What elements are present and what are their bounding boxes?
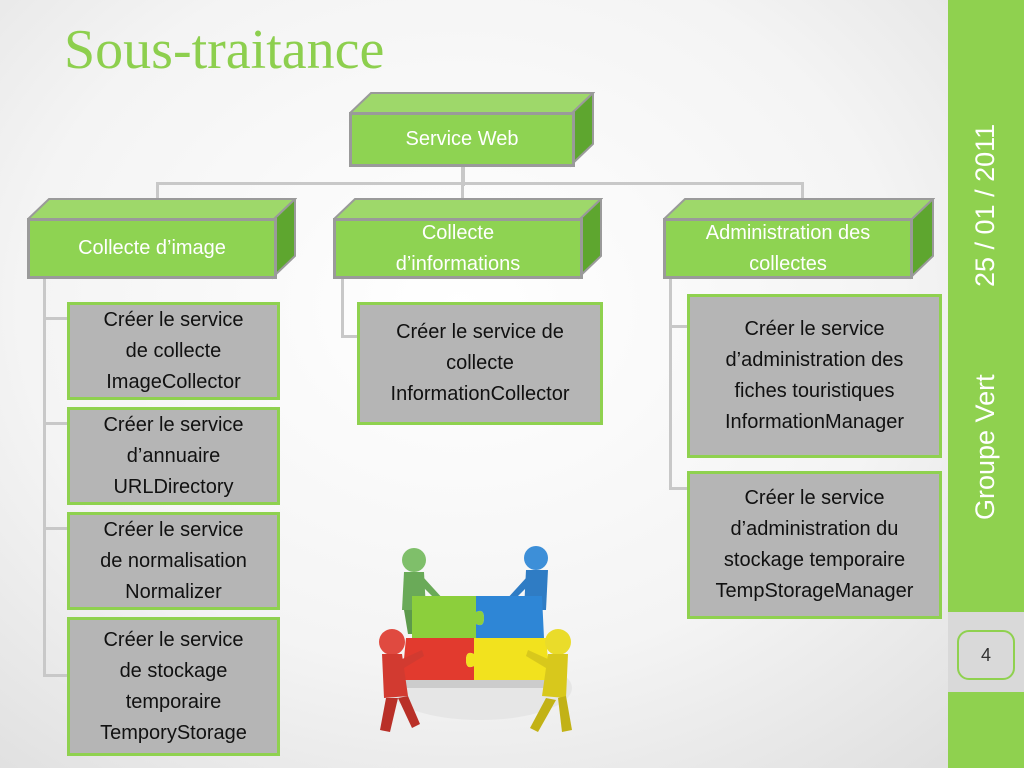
category-label-line: d’informations <box>395 252 521 275</box>
task-normalizer: Créer le service de normalisation Normal… <box>67 512 280 610</box>
connector <box>156 182 804 185</box>
category-administration-collectes: Administration des collectes <box>663 198 935 280</box>
task-image-collector: Créer le service de collecte ImageCollec… <box>67 302 280 400</box>
task-line: Créer le service <box>103 518 244 541</box>
connector <box>43 674 67 677</box>
connector <box>801 182 804 202</box>
service-web-label: Service Web <box>405 128 519 150</box>
task-line: fiches touristiques <box>734 380 895 402</box>
task-line: Créer le service de <box>396 321 564 343</box>
connector <box>43 527 67 530</box>
category-face: Collecte d’image <box>27 218 277 279</box>
category-collecte-informations: Collecte d’informations <box>333 198 603 280</box>
connector <box>43 422 67 425</box>
task-line: Normalizer <box>125 580 222 603</box>
connector <box>669 325 689 328</box>
task-line: d’administration des <box>725 349 904 371</box>
category-collecte-image: Collecte d’image <box>27 198 297 280</box>
task-line: de normalisation <box>100 549 247 572</box>
task-line: Créer le service <box>744 318 885 340</box>
task-line: InformationManager <box>725 411 904 433</box>
connector <box>461 164 465 186</box>
puzzle-team-icon <box>362 538 598 740</box>
connector <box>341 278 344 338</box>
connector <box>43 278 46 676</box>
task-information-collector: Créer le service de collecte Information… <box>357 302 603 425</box>
task-line: stockage temporaire <box>723 549 906 571</box>
task-line: TempStorageManager <box>715 580 914 602</box>
page-number: 4 <box>957 630 1015 680</box>
connector <box>341 335 359 338</box>
task-line: ImageCollector <box>106 370 241 393</box>
task-line: TemporyStorage <box>100 721 247 744</box>
connector <box>461 182 464 202</box>
task-line: de collecte <box>125 339 222 362</box>
task-temp-storage-manager: Créer le service d’administration du sto… <box>687 471 942 619</box>
sidebar-date: 25 / 01 / 2011 <box>970 123 1000 287</box>
task-tempory-storage: Créer le service de stockage temporaire … <box>67 617 280 756</box>
cube-depth <box>27 198 297 280</box>
connector <box>156 182 159 202</box>
task-line: Créer le service <box>103 308 244 331</box>
category-face: Collecte d’informations <box>333 218 583 279</box>
task-line: d’administration du <box>730 518 899 540</box>
sidebar-group: Groupe Vert <box>970 374 1000 520</box>
connector <box>669 487 689 490</box>
task-line: InformationCollector <box>390 383 570 405</box>
figure-yellow <box>526 629 572 732</box>
task-line: Créer le service <box>744 487 885 509</box>
task-line: d’annuaire <box>126 444 221 467</box>
task-information-manager: Créer le service d’administration des fi… <box>687 294 942 458</box>
task-line: de stockage <box>119 659 228 682</box>
category-face: Administration des collectes <box>663 218 913 279</box>
page-number-label: 4 <box>980 644 991 665</box>
service-web-box: Service Web <box>349 92 595 168</box>
service-web-face: Service Web <box>349 112 575 167</box>
task-line: collecte <box>446 352 514 374</box>
figure-red <box>379 629 424 732</box>
category-label-line: Collecte d’image <box>78 237 226 259</box>
connector <box>669 278 672 490</box>
task-line: Créer le service <box>103 413 244 436</box>
category-label-line: Collecte <box>421 221 495 244</box>
connector <box>43 317 67 320</box>
slide-title: Sous-traitance <box>64 19 385 81</box>
category-label-line: Administration des <box>705 221 871 244</box>
task-line: Créer le service <box>103 628 244 651</box>
task-url-directory: Créer le service d’annuaire URLDirectory <box>67 407 280 505</box>
task-line: temporaire <box>125 690 222 713</box>
task-line: URLDirectory <box>113 475 234 498</box>
category-label-line: collectes <box>749 252 827 275</box>
